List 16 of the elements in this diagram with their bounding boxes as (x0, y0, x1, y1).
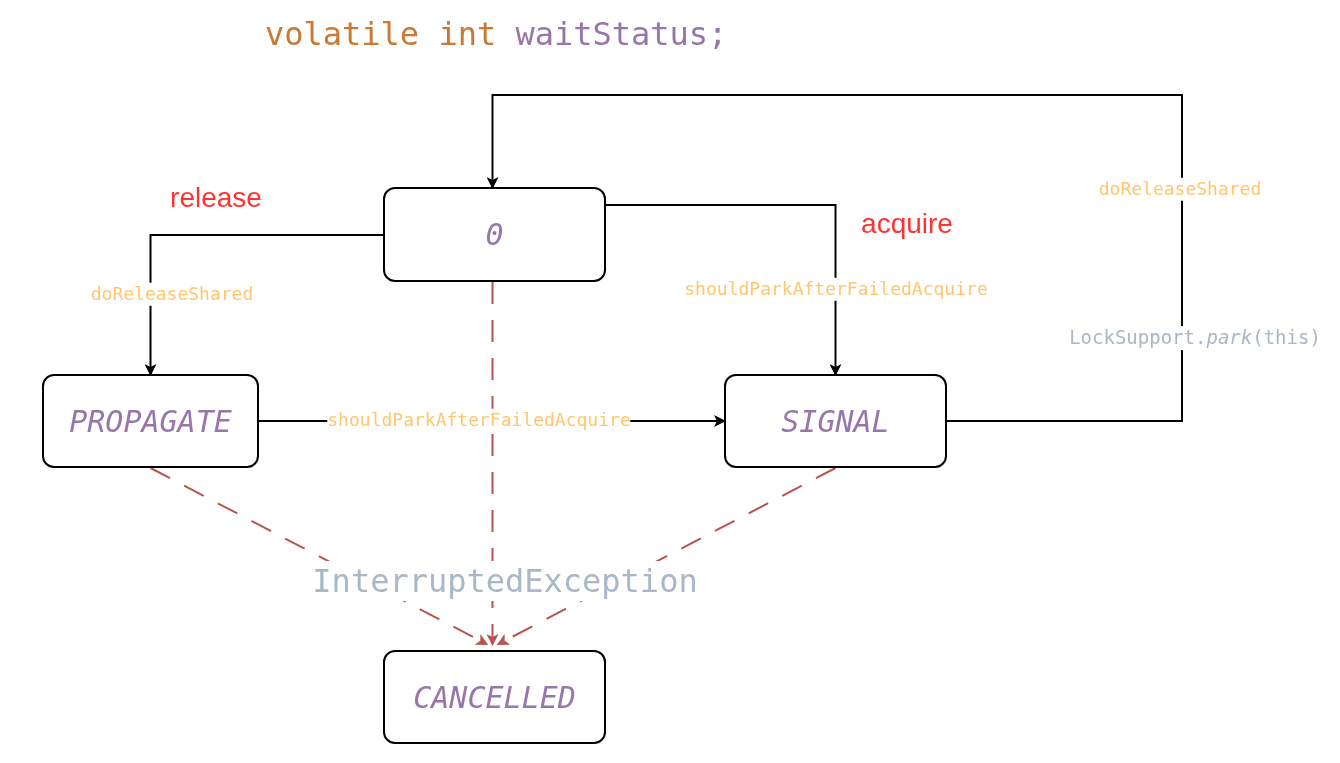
dashed-arrow (486, 281, 499, 646)
edge-label: doReleaseShared (90, 282, 254, 306)
note-label: release (170, 180, 262, 215)
state-box: 0 (383, 187, 606, 282)
code-title: volatile int waitStatus; (265, 14, 728, 55)
note-label: acquire (861, 206, 953, 241)
arrow (486, 94, 1183, 422)
state-box: SIGNAL (724, 374, 947, 468)
arrow (605, 204, 842, 376)
state-box: CANCELLED (383, 650, 606, 744)
arrow (144, 234, 384, 376)
note-label: InterruptedException (312, 561, 698, 601)
edge-label: doReleaseShared (1098, 177, 1262, 201)
state-box: PROPAGATE (42, 374, 259, 468)
edge-label: shouldParkAfterFailedAcquire (327, 408, 631, 432)
edge-label: shouldParkAfterFailedAcquire (684, 277, 988, 301)
